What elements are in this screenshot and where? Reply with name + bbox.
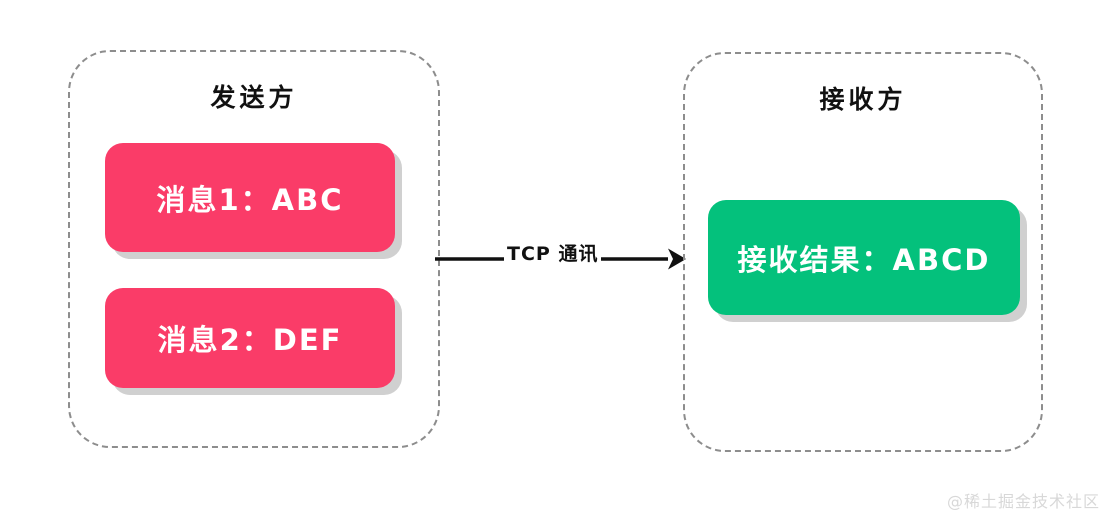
sender-container: 发送方 [68,50,440,448]
watermark: @稀土掘金技术社区 [946,492,1100,511]
tcp-connector-label: TCP 通讯 [504,241,602,267]
message-card-2: 消息2：DEF [105,288,395,388]
receiver-container: 接收方 [683,52,1043,452]
receive-result-card: 接收结果：ABCD [708,200,1020,315]
sender-title: 发送方 [210,83,298,112]
message-card-1: 消息1：ABC [105,143,395,252]
receive-result-label: 接收结果：ABCD [737,242,991,277]
message-card-1-label: 消息1：ABC [156,182,344,217]
message-card-2-label: 消息2：DEF [157,323,343,357]
receiver-title: 接收方 [819,85,907,114]
tcp-connector: TCP 通讯 [430,232,688,288]
